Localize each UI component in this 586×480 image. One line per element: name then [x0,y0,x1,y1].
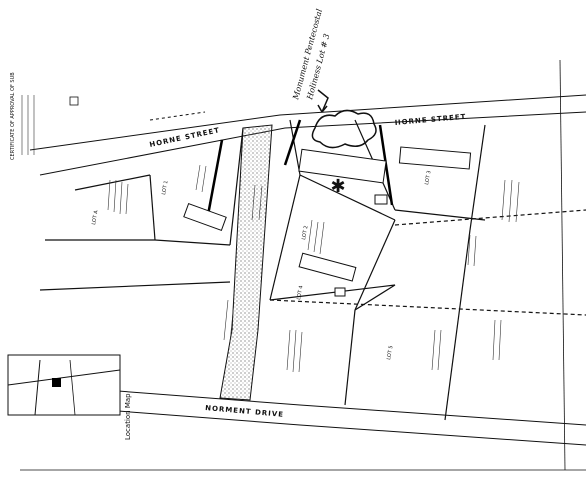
certificate-block: CERTIFICATE OF APPROVAL OF SUB [10,72,79,160]
lot-label-4: LOT 4 [296,285,304,300]
bearing-annotations [107,164,520,373]
easement-strip [219,124,273,401]
frame-lines [20,59,586,471]
norment-drive-road [39,384,586,446]
svg-text:CERTIFICATE OF APPROVAL OF SUB: CERTIFICATE OF APPROVAL OF SUB [10,72,16,160]
svg-text:Location Map: Location Map [124,393,132,440]
street-name-norment: NORMENT DRIVE [205,404,284,419]
lot-label-3: LOT 3 [424,170,432,185]
location-map-inset: Location Map [7,354,132,440]
buildings [183,146,472,297]
street-name-horne-left: HORNE STREET [149,126,221,149]
lot-label-a: LOT A [91,209,100,225]
lot-label-2: LOT 2 [301,225,309,240]
lot-label-1: LOT 1 [161,180,169,195]
star-marker-icon: ✱ [330,176,345,197]
lot-boundaries [39,119,586,421]
cloud-outline [311,109,377,149]
lot-label-5: LOT 5 [386,345,394,360]
horne-street-road [29,94,586,176]
north-arrow-icon [317,89,329,113]
street-name-horne-right: HORNE STREET [394,113,466,127]
